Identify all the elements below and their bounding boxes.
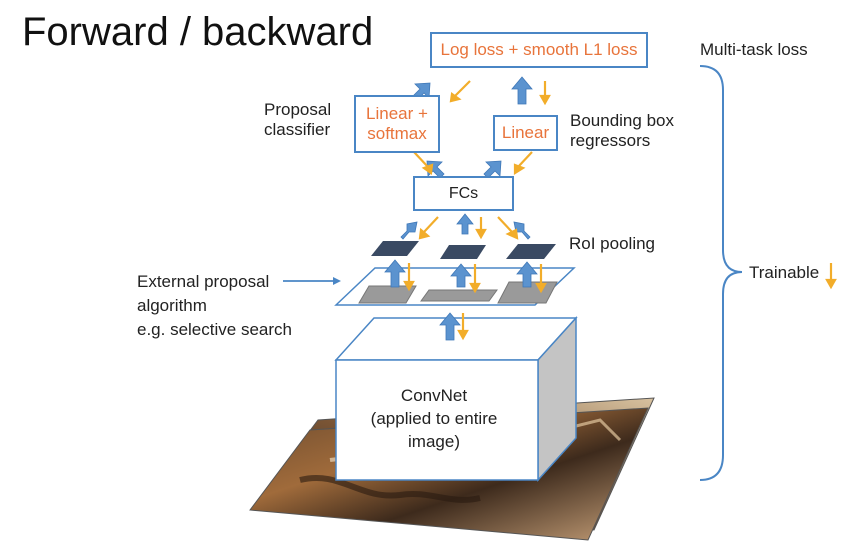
linear-softmax-label-line1: Linear +	[366, 103, 428, 123]
roi-pooling-label: RoI pooling	[569, 234, 656, 253]
proposal-classifier-line2: classifier	[264, 120, 331, 140]
blue-arrow	[483, 160, 502, 179]
convnet-line3: image)	[408, 431, 460, 451]
roi-feature	[371, 241, 419, 256]
blue-arrow	[513, 221, 531, 240]
linear-softmax-label-line2: softmax	[367, 124, 427, 143]
page-title: Forward / backward	[22, 10, 374, 54]
bbox-regressors-label: Bounding box regressors	[570, 111, 674, 152]
roi-feature	[506, 244, 556, 259]
external-proposal-line3: e.g. selective search	[137, 319, 292, 339]
trainable-label: Trainable	[749, 263, 820, 282]
blue-arrow	[439, 312, 461, 341]
external-proposal-line2: algorithm	[137, 295, 207, 315]
roi-pooled-features	[371, 241, 556, 259]
convnet-line2: (applied to entire	[370, 408, 498, 428]
loss-label: Log loss + smooth L1 loss	[440, 40, 638, 59]
convnet-label: ConvNet (applied to entire image)	[336, 385, 532, 454]
external-proposal-label: External proposal algorithm e.g. selecti…	[137, 270, 292, 341]
blue-arrow	[384, 259, 406, 288]
proposal-region	[358, 285, 417, 304]
bbox-regressors-line1: Bounding box	[570, 111, 674, 130]
roi-feature	[440, 245, 486, 259]
blue-arrow	[450, 263, 472, 288]
external-proposal-line1: External proposal	[137, 272, 270, 291]
loss-box: Log loss + smooth L1 loss	[430, 32, 648, 68]
blue-arrow	[456, 213, 474, 235]
external-proposal-pointer	[283, 277, 341, 285]
linear-softmax-box: Linear + softmax	[354, 95, 440, 153]
blue-arrow	[400, 221, 418, 240]
linear-label: Linear	[501, 123, 550, 142]
bbox-regressors-line2: regressors	[570, 131, 651, 151]
fcs-box: FCs	[413, 176, 514, 211]
fcs-label: FCs	[448, 184, 479, 202]
proposal-classifier-label: Proposal classifier	[264, 100, 331, 141]
multitask-loss-label: Multi-task loss	[700, 40, 808, 59]
convnet-cube	[334, 316, 578, 482]
proposal-region	[420, 289, 498, 302]
blue-arrow	[511, 76, 533, 105]
multitask-brace	[699, 65, 743, 481]
linear-box: Linear	[493, 115, 558, 151]
backward-arrows	[403, 80, 837, 341]
proposal-classifier-line1: Proposal	[264, 100, 332, 119]
convnet-line1: ConvNet	[400, 386, 468, 405]
forward-arrows	[384, 76, 538, 341]
blue-arrow	[516, 261, 538, 288]
